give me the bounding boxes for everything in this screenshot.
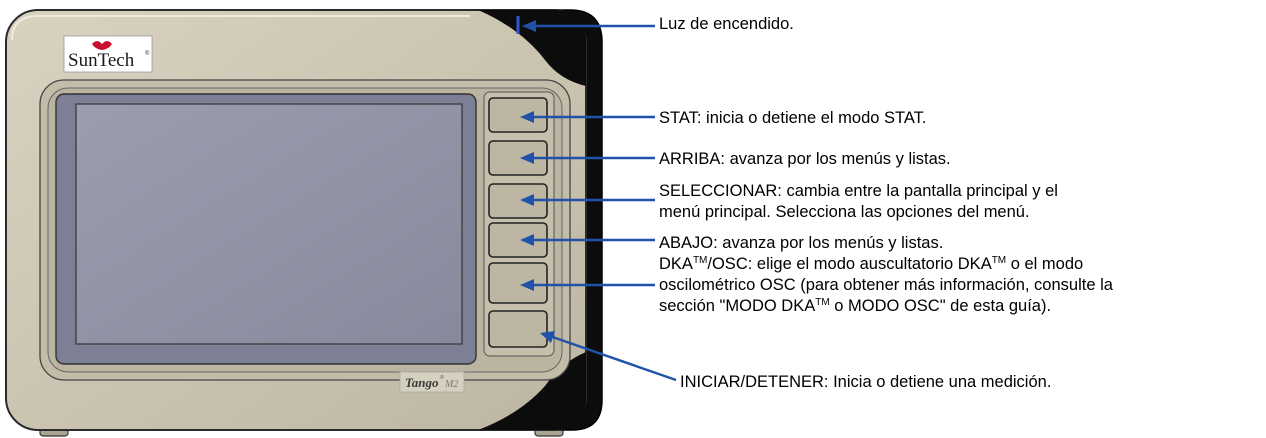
callout-select: SELECCIONAR: cambia entre la pantalla pr… bbox=[659, 181, 1058, 223]
callout-dka-osc: DKATM/OSC: elige el modo auscultatorio D… bbox=[659, 254, 1113, 317]
callout-start-stop: INICIAR/DETENER: Inicia o detiene una me… bbox=[680, 373, 1052, 391]
leader-start-stop bbox=[543, 332, 677, 382]
arrowhead-start-stop bbox=[540, 331, 555, 343]
tango-logo-text: Tango bbox=[405, 375, 439, 390]
start-stop-button[interactable] bbox=[488, 310, 548, 348]
device-edge-highlight bbox=[11, 15, 470, 41]
callout-dka-line1: DKATM/OSC: elige el modo auscultatorio D… bbox=[659, 255, 1084, 273]
suntech-logo-text: SunTech bbox=[68, 50, 135, 71]
arrowhead-stat bbox=[520, 111, 534, 123]
callout-dka-line3: sección "MODO DKATM o MODO OSC" de esta … bbox=[659, 297, 1052, 315]
arrowhead-down bbox=[520, 234, 534, 246]
arrowhead-power-light bbox=[522, 20, 536, 32]
arrowhead-dka-osc bbox=[520, 279, 534, 291]
callout-select-line1: SELECCIONAR: cambia entre la pantalla pr… bbox=[659, 182, 1058, 200]
suntech-logo-icon bbox=[92, 41, 112, 50]
arrowhead-up bbox=[520, 152, 534, 164]
dka-osc-button[interactable] bbox=[488, 262, 548, 304]
callout-stat: STAT: inicia o detiene el modo STAT. bbox=[659, 109, 927, 127]
device-black-corner-top bbox=[478, 10, 586, 86]
suntech-logo-mark: ® bbox=[145, 50, 150, 57]
tango-logo-suffix: M2 bbox=[444, 379, 458, 390]
tango-logo bbox=[399, 371, 465, 393]
tango-logo-mark: ® bbox=[440, 374, 444, 381]
callout-dka-line2: oscilométrico OSC (para obtener más info… bbox=[659, 276, 1113, 294]
callout-up: ARRIBA: avanza por los menús y listas. bbox=[659, 150, 951, 168]
arrowhead-select bbox=[520, 194, 534, 206]
callout-power-light: Luz de encendido. bbox=[659, 15, 794, 33]
lcd-screen bbox=[75, 103, 463, 345]
stat-button[interactable] bbox=[488, 97, 548, 133]
callout-select-line2: menú principal. Selecciona las opciones … bbox=[659, 203, 1030, 221]
callout-down: ABAJO: avanza por los menús y listas. bbox=[659, 234, 944, 252]
